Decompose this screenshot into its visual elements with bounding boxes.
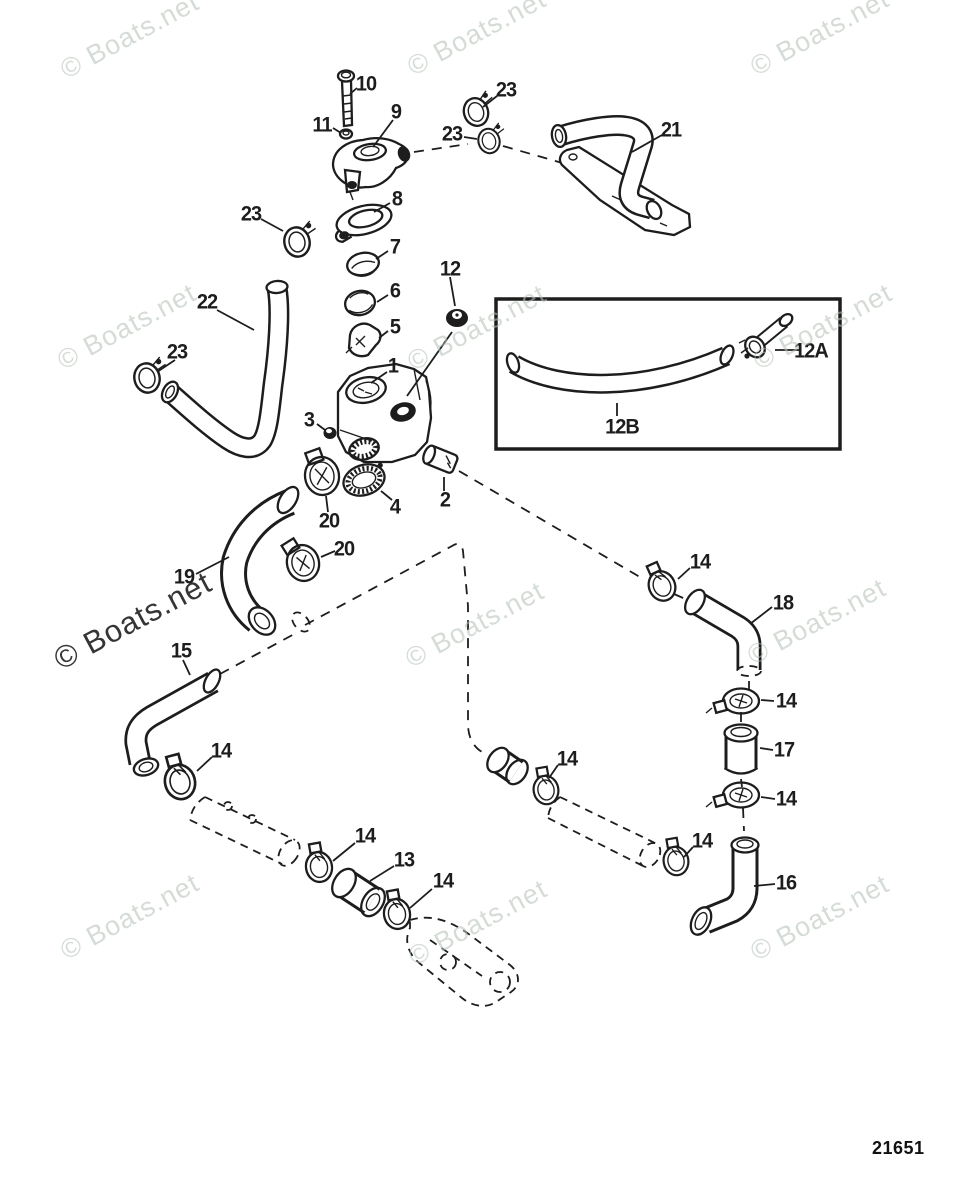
part-12-grommet-drawing bbox=[446, 309, 468, 327]
callout-label-13: 13 bbox=[393, 848, 415, 872]
callout-label-12b: 12B bbox=[605, 415, 640, 439]
part-5-thermostat-drawing bbox=[345, 322, 382, 358]
part-11-nut-drawing bbox=[338, 128, 354, 140]
callout-label-23: 23 bbox=[495, 78, 517, 102]
part-20-clamp-drawing bbox=[303, 446, 341, 497]
part-7-ring-drawing bbox=[346, 251, 380, 277]
callout-label-7: 7 bbox=[389, 235, 401, 259]
callout-label-20: 20 bbox=[318, 509, 340, 533]
callout-label-6: 6 bbox=[389, 279, 401, 303]
part-19-hose-drawing bbox=[220, 485, 311, 636]
ghost-water-tube-dashed bbox=[189, 796, 301, 867]
part-17-tube-drawing bbox=[723, 723, 759, 775]
callout-label-12a: 12A bbox=[794, 339, 829, 363]
callout-label-19: 19 bbox=[173, 565, 195, 589]
part-13-tube-drawing bbox=[331, 867, 386, 918]
callout-label-15: 15 bbox=[170, 639, 192, 663]
callout-label-4: 4 bbox=[389, 495, 401, 519]
part-14-clamp-drawing bbox=[704, 781, 761, 809]
callout-label-14: 14 bbox=[689, 550, 711, 574]
part-23-clamp-drawing bbox=[473, 120, 511, 157]
ghost-tube-dashed bbox=[547, 796, 662, 868]
callout-label-14: 14 bbox=[556, 747, 578, 771]
callout-label-14: 14 bbox=[775, 689, 797, 713]
callout-label-14: 14 bbox=[775, 787, 797, 811]
callout-label-14: 14 bbox=[354, 824, 376, 848]
part-14-clamp-drawing bbox=[704, 687, 761, 715]
part-23-clamp-drawing bbox=[279, 218, 322, 261]
diagram-number: 21651 bbox=[872, 1138, 925, 1158]
part-2-fitting-drawing bbox=[422, 444, 459, 474]
part-16-elbow-hose-drawing bbox=[689, 836, 760, 936]
callout-label-14: 14 bbox=[691, 829, 713, 853]
callout-label-17: 17 bbox=[773, 738, 795, 762]
part-22-hose-drawing bbox=[160, 279, 290, 459]
part-1-thermostat-housing-drawing bbox=[336, 362, 433, 464]
callout-label-22: 22 bbox=[196, 290, 218, 314]
callout-label-20: 20 bbox=[333, 537, 355, 561]
part-14-clamp-drawing bbox=[658, 835, 692, 879]
callout-label-18: 18 bbox=[772, 591, 794, 615]
part-12a-fitting-drawing bbox=[738, 312, 794, 359]
part-15-hose-drawing bbox=[124, 668, 222, 777]
callout-label-14: 14 bbox=[432, 869, 454, 893]
callout-label-16: 16 bbox=[775, 871, 797, 895]
part-14-clamp-drawing bbox=[157, 750, 201, 804]
part-20-clamp-drawing bbox=[280, 536, 321, 583]
part-6-seal-drawing bbox=[343, 289, 377, 317]
callout-label-5: 5 bbox=[389, 315, 401, 339]
callout-label-23: 23 bbox=[240, 202, 262, 226]
part-10-bolt-drawing bbox=[336, 69, 356, 128]
callout-label-3: 3 bbox=[303, 408, 315, 432]
part-23-clamp-drawing bbox=[458, 88, 501, 131]
part-4-seal-ring-drawing bbox=[342, 462, 386, 497]
part-14-clamp-drawing bbox=[639, 557, 682, 607]
inset-box bbox=[494, 297, 842, 451]
callout-label-11: 11 bbox=[312, 113, 332, 137]
part-sleeve-drawing bbox=[486, 746, 529, 786]
part-14-clamp-drawing bbox=[300, 839, 336, 886]
callout-label-23: 23 bbox=[166, 340, 188, 364]
part-3-plug-drawing bbox=[323, 427, 337, 439]
callout-label-8: 8 bbox=[391, 187, 403, 211]
callout-label-12: 12 bbox=[439, 257, 461, 281]
construction-dashed-lines bbox=[219, 143, 750, 832]
callout-label-10: 10 bbox=[355, 72, 377, 96]
callout-label-14: 14 bbox=[210, 739, 232, 763]
callout-label-2: 2 bbox=[439, 488, 451, 512]
callout-label-9: 9 bbox=[390, 100, 402, 124]
leader-lines bbox=[156, 87, 776, 909]
callout-label-1: 1 bbox=[387, 354, 399, 378]
ghost-gear-housing-dashed bbox=[406, 916, 519, 1007]
part-18-elbow-hose-drawing bbox=[683, 588, 762, 677]
part-12b-hose-drawing bbox=[505, 344, 735, 394]
callout-label-23: 23 bbox=[441, 122, 463, 146]
part-21-hose-bracket-drawing bbox=[550, 115, 692, 237]
part-8-gasket-drawing bbox=[334, 203, 393, 243]
callout-label-21: 21 bbox=[660, 118, 682, 142]
part-9-thermostat-cover-drawing bbox=[331, 137, 411, 201]
